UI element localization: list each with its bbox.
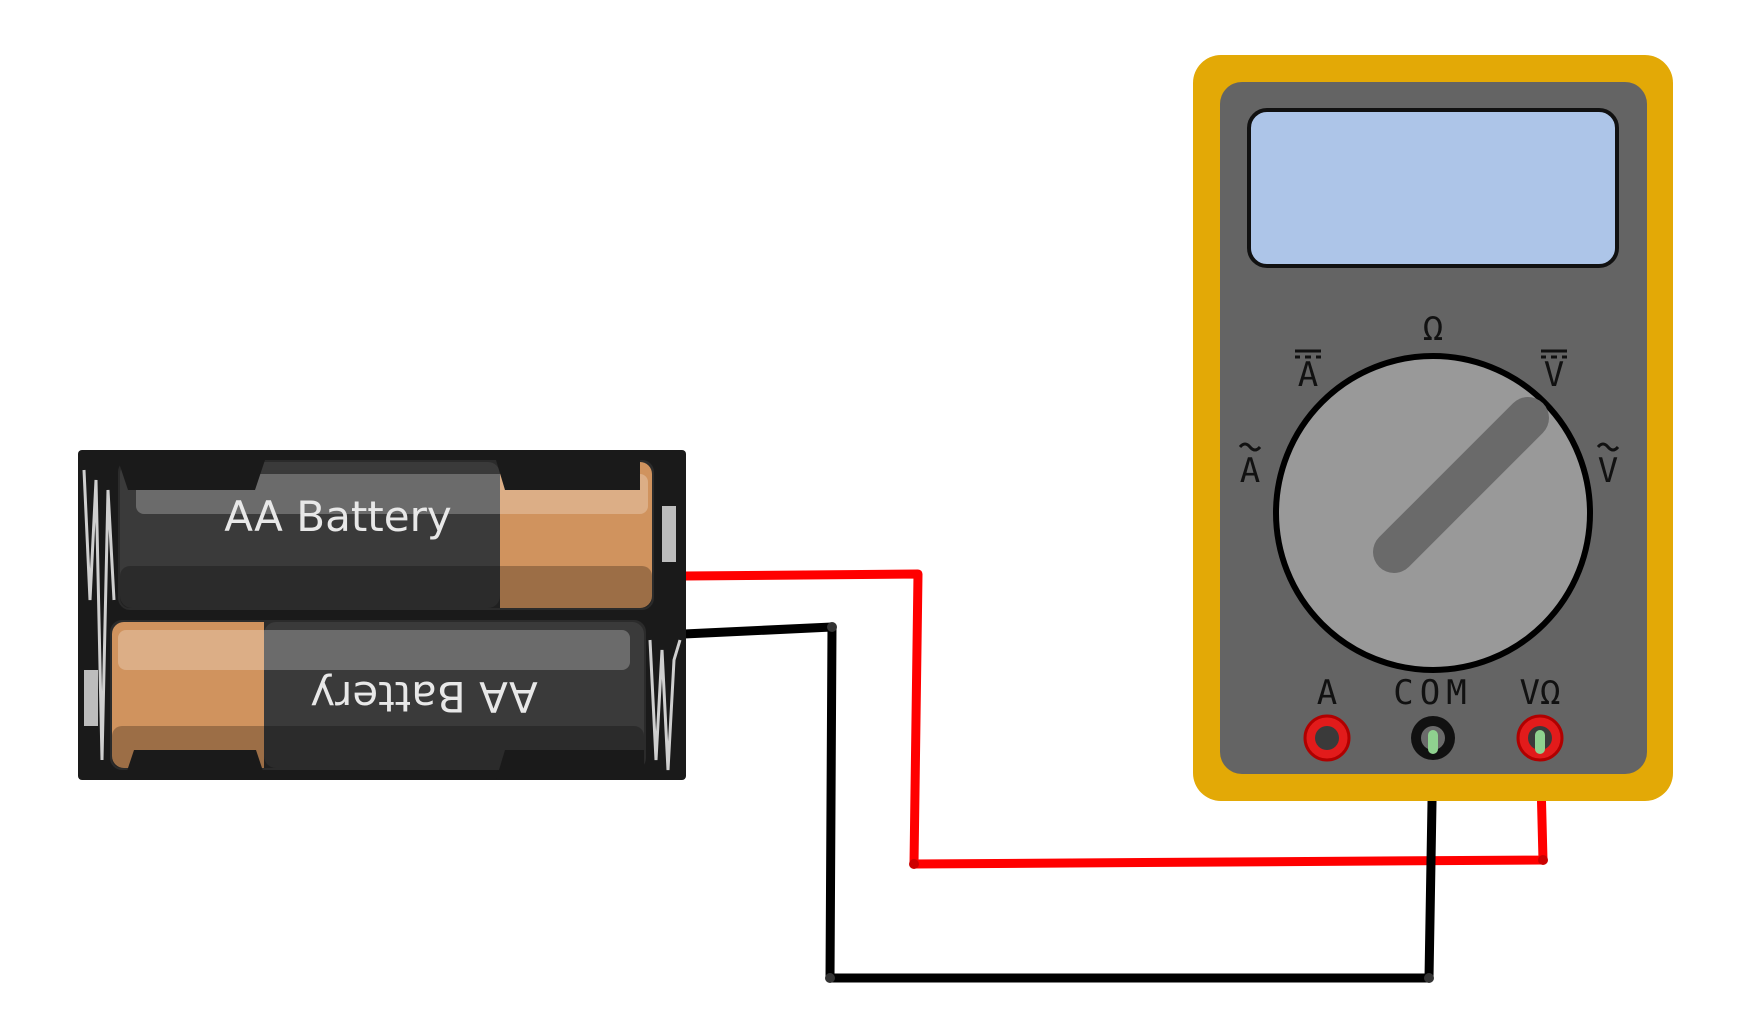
dial-pointer	[1373, 397, 1549, 573]
jack-volt-ohm[interactable]	[1516, 714, 1564, 762]
probe-plug-icon	[1535, 730, 1545, 754]
cell-positive-cap	[112, 622, 264, 768]
lcd-display	[1247, 108, 1619, 268]
dc-symbol-icon	[1295, 349, 1321, 359]
wire-bend-dot	[1424, 973, 1434, 983]
jack-label-amps: A	[1317, 673, 1337, 713]
terminal-contact	[84, 670, 98, 726]
dial-labels: Ω A V A V	[1238, 309, 1620, 491]
terminal-contact	[662, 506, 676, 562]
battery-label: AA Battery	[224, 492, 451, 541]
battery-cell-bottom: AA Battery	[110, 620, 646, 780]
wires	[679, 569, 1548, 983]
cell-positive-cap	[500, 462, 652, 608]
wire-bend-dot	[909, 859, 919, 869]
cell-shadow	[120, 566, 652, 608]
spring-contact	[648, 639, 682, 771]
multimeter[interactable]: Ω A V A V A COM VΩ	[1193, 55, 1673, 801]
jack-com[interactable]	[1411, 716, 1455, 760]
cell-highlight	[118, 630, 630, 670]
probe-plug-icon	[1428, 730, 1438, 754]
dial-label-ohms: Ω	[1423, 309, 1443, 349]
dial-label-ac-amps: A	[1240, 451, 1260, 491]
cell-body	[264, 622, 644, 768]
battery-cell-top: AA Battery	[118, 460, 654, 610]
cell-body	[120, 462, 500, 608]
battery-pack[interactable]: AA Battery AA Battery	[78, 450, 686, 780]
jack-amps[interactable]	[1303, 714, 1351, 762]
wire-bend-dot	[1538, 855, 1548, 865]
ac-symbol-icon	[1596, 442, 1620, 452]
dial-label-dc-amps: A	[1298, 355, 1318, 395]
battery-label: AA Battery	[310, 672, 537, 721]
ac-symbol-icon	[1238, 442, 1262, 452]
wire-bend-dot	[825, 973, 835, 983]
jack-label-volt-ohm: VΩ	[1520, 673, 1561, 713]
wire-bend-dot	[827, 622, 837, 632]
jack-label-com: COM	[1393, 673, 1472, 713]
dial-label-dc-volts: V	[1544, 355, 1564, 395]
dial-label-ac-volts: V	[1598, 451, 1618, 491]
dc-symbol-icon	[1541, 349, 1567, 359]
spring-contact	[82, 469, 116, 761]
rotary-dial[interactable]	[1273, 353, 1593, 673]
